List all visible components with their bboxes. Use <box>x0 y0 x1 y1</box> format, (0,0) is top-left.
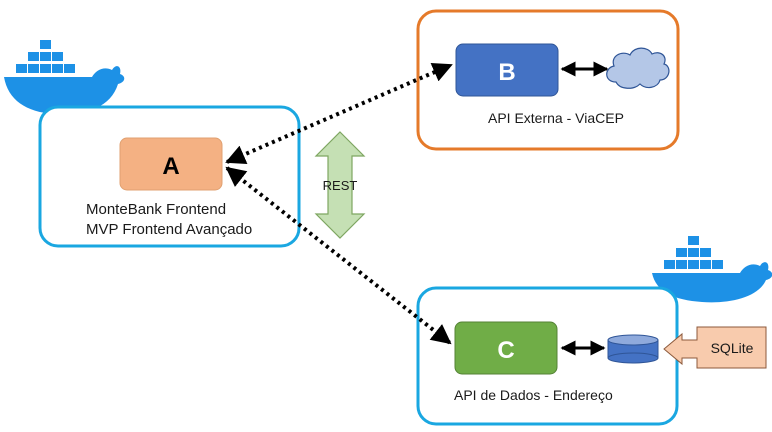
rest-double-arrow <box>314 131 366 239</box>
node-a-subtitle: MVP Frontend Avançado <box>86 221 252 238</box>
node-b-caption: API Externa - ViaCEP <box>488 110 624 126</box>
connector-a-c <box>225 166 452 345</box>
node-b <box>455 43 559 97</box>
node-b-letter: B <box>498 59 515 86</box>
connector-a-b <box>225 62 453 165</box>
docker-whale-icon <box>4 40 125 115</box>
node-a-title: MonteBank Frontend <box>86 201 226 218</box>
cloud-icon <box>606 47 670 89</box>
rest-label: REST <box>323 178 358 193</box>
node-a-letter: A <box>162 153 179 180</box>
node-c-caption: API de Dados - Endereço <box>454 387 613 403</box>
database-cylinder-icon <box>607 334 659 364</box>
node-a <box>119 137 223 191</box>
docker-whale-icon <box>652 236 772 303</box>
sqlite-callout <box>663 326 767 369</box>
node-c-letter: C <box>497 337 514 364</box>
node-c <box>454 321 558 375</box>
sqlite-label: SQLite <box>711 340 754 356</box>
